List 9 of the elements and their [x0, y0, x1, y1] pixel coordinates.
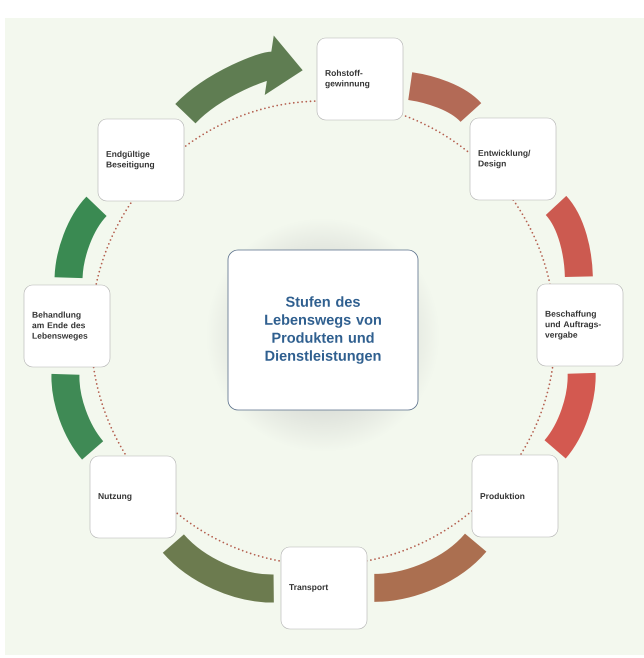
stage-box: Behandlung am Ende des Lebensweges — [24, 284, 110, 368]
title-box: Stufen des Lebenswegs von Produkten und Dienstleistungen — [228, 250, 418, 410]
stage-box: Beschaffung und Auftrags- vergabe — [536, 284, 624, 366]
stage-box: Endgültige Beseitigung — [98, 118, 184, 202]
stage-box: Produktion — [472, 454, 558, 538]
stage-box: Transport — [280, 546, 368, 630]
stage-box: Nutzung — [90, 456, 176, 538]
stage-box: Rohstoff- gewinnung — [316, 38, 404, 120]
stage-box: Entwicklung/ Design — [470, 118, 556, 200]
